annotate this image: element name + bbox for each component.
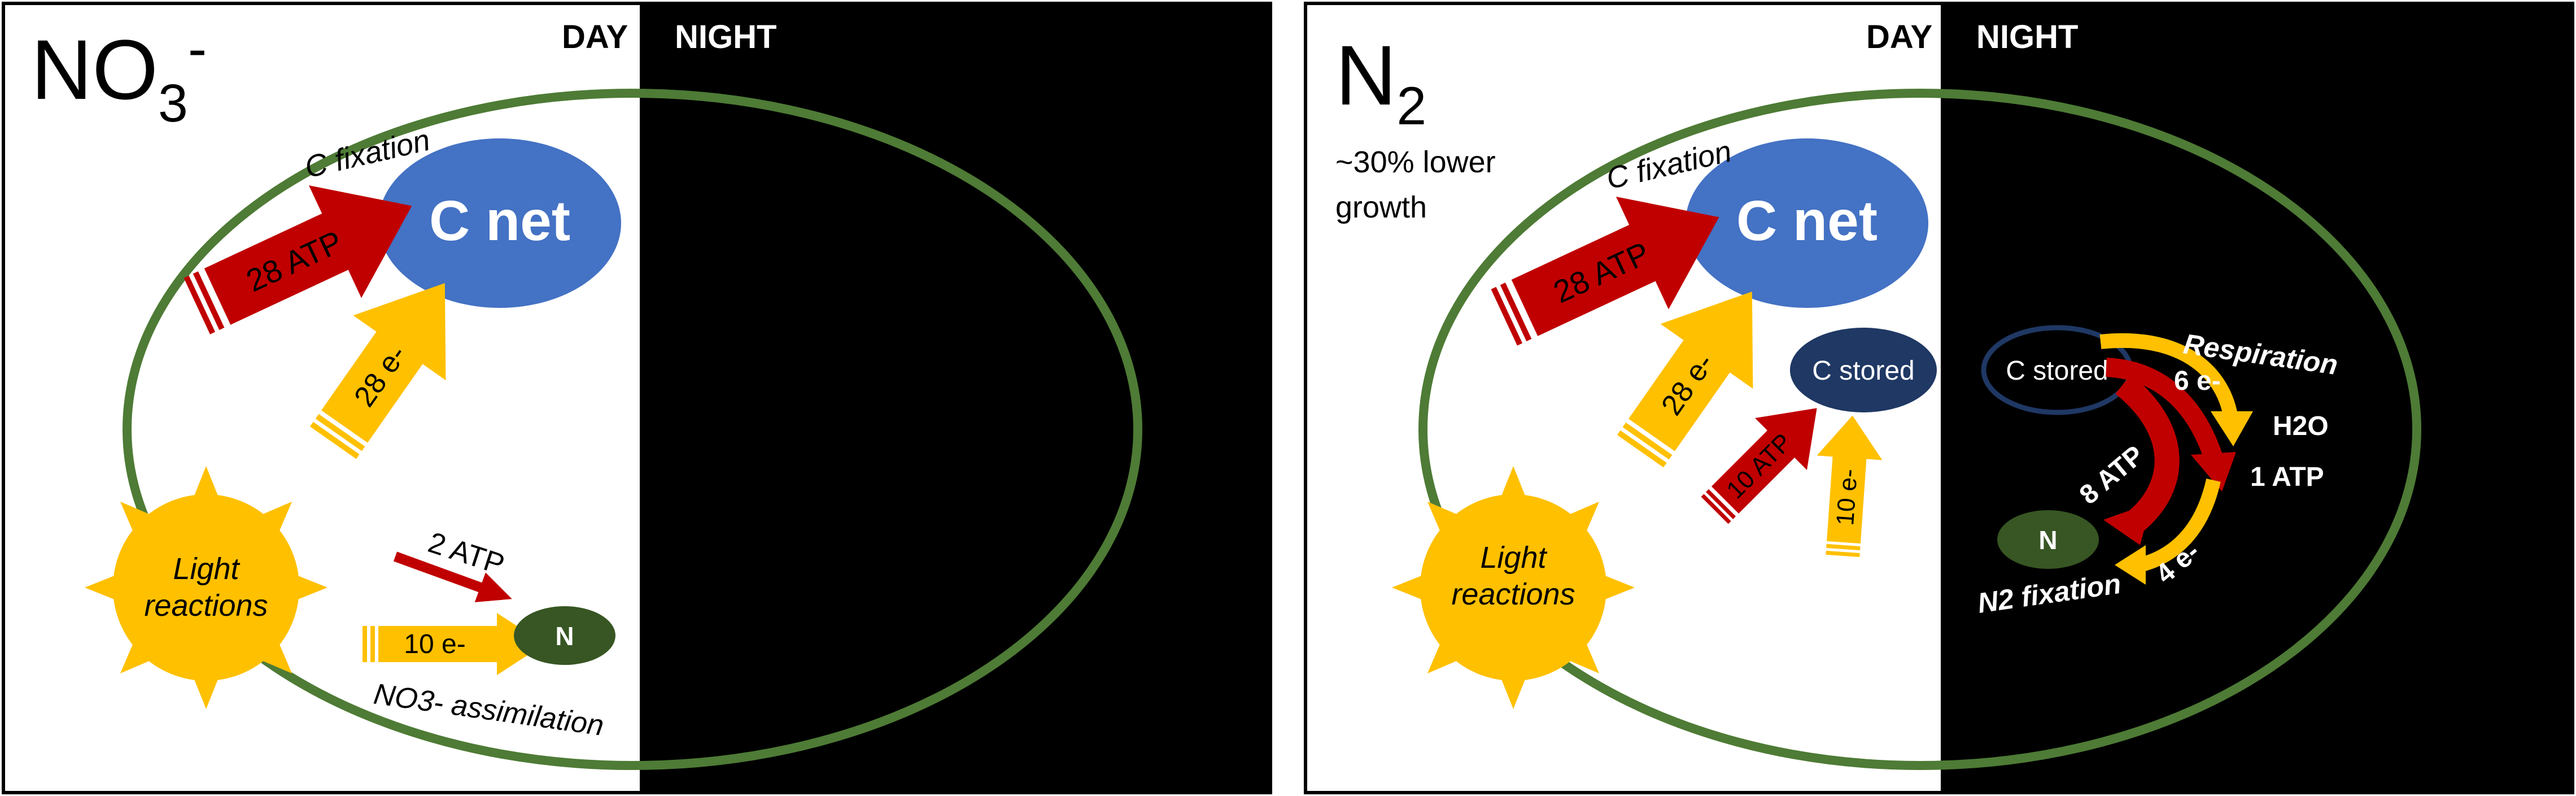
n-pool xyxy=(1997,510,2099,569)
panel-title: NO3- xyxy=(31,17,207,133)
electron-arrow-n2-fixation xyxy=(2138,479,2221,572)
c-stored-night-label: C stored xyxy=(2006,356,2108,386)
panel-title: N2 xyxy=(1335,28,1426,136)
panel-dinitrogen: DAY NIGHT N2 ~30% lower growth C net C f… xyxy=(1304,2,2574,794)
c-net-pool xyxy=(1686,138,1928,308)
n-label: N xyxy=(555,621,574,651)
light-label-line2: reactions xyxy=(144,589,268,623)
panel-nitrate: DAY NIGHT NO3- C net C fixation 28 ATP 2… xyxy=(2,2,1272,794)
day-label: DAY xyxy=(562,19,628,55)
resp-e-label: 6 e- xyxy=(2174,366,2221,396)
electron-arrow-assimilation: 10 e- xyxy=(363,613,545,675)
n-pool xyxy=(514,606,615,665)
electron-arrow-n2-fixation-head xyxy=(2115,545,2146,585)
electron-arrow-storage: 10 e- xyxy=(1817,415,1883,558)
c-net-label: C net xyxy=(429,189,570,253)
c-stored-day-label: C stored xyxy=(1812,356,1914,386)
storage-e-label: 10 e- xyxy=(1831,468,1863,526)
electron-arrow-respiration xyxy=(2099,333,2238,417)
n-label: N xyxy=(2038,525,2057,555)
light-label-line1: Light xyxy=(173,552,240,586)
electron-arrow-respiration-head xyxy=(2211,411,2253,446)
c-stored-day-pool xyxy=(1790,328,1937,412)
atp-arrow-respiration xyxy=(2105,358,2223,461)
atp-arrow-n2-fixation-head xyxy=(2103,503,2151,545)
day-label: DAY xyxy=(1866,19,1932,55)
night-label: NIGHT xyxy=(1976,19,2078,55)
water-label: H2O xyxy=(2273,411,2329,441)
atp-arrow-respiration-head xyxy=(2191,452,2236,491)
light-label-line2: reactions xyxy=(1451,577,1575,611)
resp-atp-label: 1 ATP xyxy=(2250,462,2324,492)
cell-outline xyxy=(1418,89,2421,770)
sun-icon xyxy=(1392,466,1635,709)
atp-arrow-assimilation xyxy=(393,551,512,603)
subtitle-line1: ~30% lower xyxy=(1335,145,1496,179)
sun-icon xyxy=(85,466,328,709)
subtitle-line2: growth xyxy=(1335,190,1427,224)
light-label-line1: Light xyxy=(1480,541,1547,575)
c-net-label: C net xyxy=(1736,189,1878,253)
night-label: NIGHT xyxy=(675,19,776,55)
cell-outline xyxy=(123,89,1142,770)
night-region xyxy=(640,3,1270,793)
c-net-pool xyxy=(378,138,621,308)
assim-e-label: 10 e- xyxy=(404,629,465,659)
